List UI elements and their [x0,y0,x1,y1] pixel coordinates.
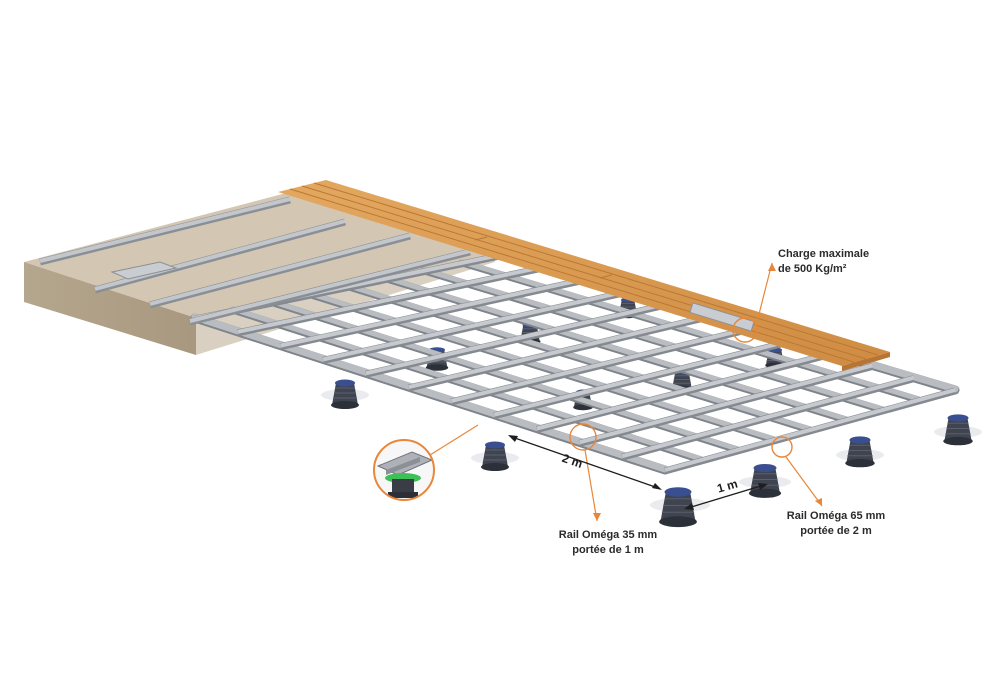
cross-rail [365,302,666,376]
rail-65-annotation-line2: portée de 2 m [800,525,872,537]
pedestal-base [425,364,449,371]
pedestal-cap [947,414,969,422]
leader-lines [429,262,823,522]
pedestal-base [481,463,509,471]
pedestal-zoom-detail [373,439,435,501]
pedestal [481,441,509,471]
pedestal-cap [335,379,355,387]
cross-rail [536,351,832,431]
omega-rail-frame [39,196,960,475]
cross-rail [280,277,584,348]
rail-joint-plate [110,261,178,280]
cross-rail [579,363,873,445]
load-annotation: Charge maximale de 500 Kg/m² [778,247,869,277]
cross-rail [450,326,749,403]
cross-rail [493,338,791,417]
pedestal-base [331,401,359,409]
slab-rail [94,219,346,291]
pedestal-base [748,488,782,498]
highlight-circles [569,317,793,458]
cross-rail [408,314,708,390]
load-annotation-line2: de 500 Kg/m² [778,263,847,275]
cross-rail [664,388,956,472]
rail-65-annotation: Rail Oméga 65 mm portée de 2 m [781,509,891,539]
pedestal-body [944,418,972,442]
rail-35-annotation-line1: Rail Oméga 35 mm [558,529,658,541]
pedestal-cap [664,487,692,497]
pedestal-base [845,458,875,468]
pedestal [331,379,359,409]
pedestal [845,436,875,468]
cross-rail [322,289,625,362]
pedestal-cap [485,441,505,449]
pedestal [943,414,973,446]
slab-rail [39,197,291,263]
pedestal-body [846,440,874,464]
pedestal [748,463,782,498]
dimension-arrows [508,435,768,510]
adjustable-pedestals [331,297,973,528]
pedestal-body [660,492,696,522]
rail-35-annotation: Rail Oméga 35 mm portée de 1 m [553,528,663,558]
slab-rail [189,249,471,323]
pedestal-base [943,436,973,446]
cross-rail [237,265,542,334]
slab-rail [149,233,411,306]
pedestal-cap [753,463,777,473]
pedestal [659,487,697,528]
rail-35-annotation-line2: portée de 1 m [572,544,644,556]
rail-65-annotation-line1: Rail Oméga 65 mm [786,510,886,522]
pedestal-cap [849,436,871,444]
cross-rail [621,375,915,459]
wooden-deck-boards [278,180,890,371]
load-annotation-line1: Charge maximale [778,248,870,260]
pedestal-base [659,516,697,528]
